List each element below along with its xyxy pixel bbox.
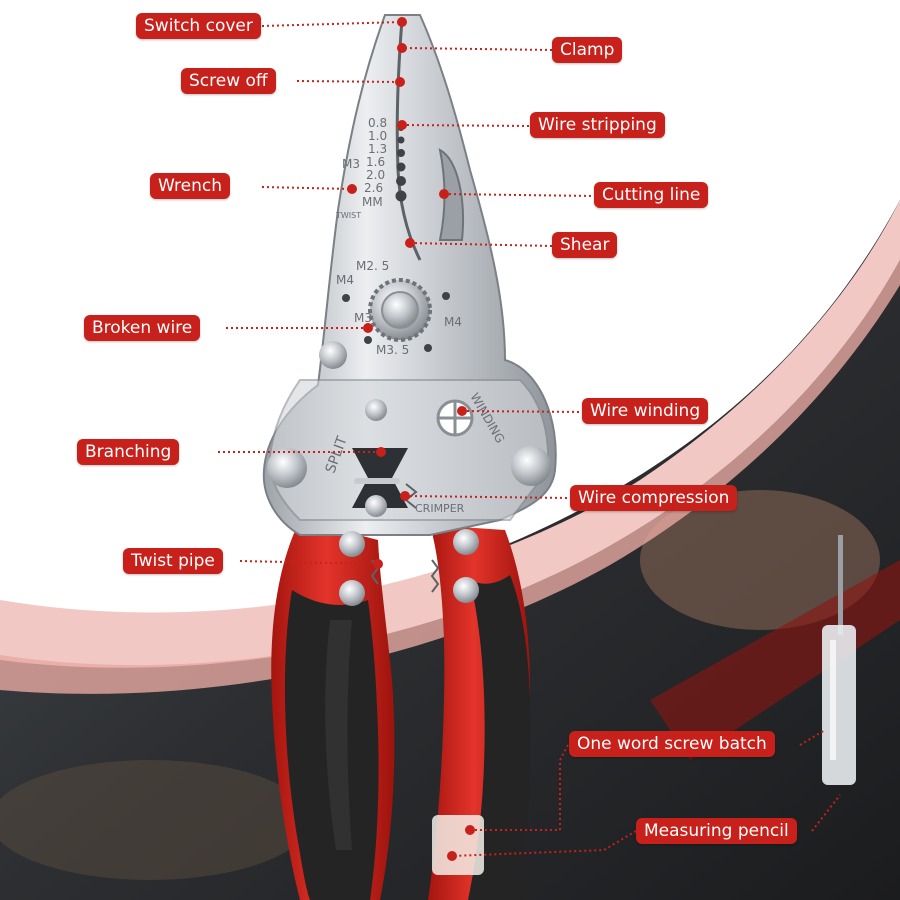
callout-broken-wire: Broken wire — [84, 315, 201, 341]
callout-branching: Branching — [77, 439, 180, 465]
right-handle — [428, 525, 531, 900]
callout-wrench: Wrench — [150, 173, 231, 199]
callout-clamp: Clamp — [552, 37, 623, 63]
callout-shear: Shear — [552, 232, 618, 258]
callout-switch-cover: Switch cover — [136, 13, 261, 39]
leader-dots — [347, 17, 475, 861]
gauge-label: 0.8 — [368, 116, 387, 130]
callout-wire-stripping: Wire stripping — [530, 112, 665, 138]
gauge-label: 2.6 — [364, 181, 383, 195]
rivet-handle-left-1 — [339, 531, 365, 557]
callout-one-word-screw-batch: One word screw batch — [569, 731, 775, 757]
gauge-label: 1.3 — [368, 142, 387, 156]
engraving-crimper: CRIMPER — [415, 502, 465, 515]
rivet-handle-right-1 — [453, 529, 479, 555]
callout-screw-off: Screw off — [181, 68, 276, 94]
callout-wire-compression: Wire compression — [570, 485, 738, 511]
gauge-label: 2.0 — [366, 168, 385, 182]
engraving-m3-5: M3. 5 — [376, 343, 409, 357]
callout-wire-winding: Wire winding — [582, 398, 709, 424]
pink-swoosh-edge — [0, 260, 900, 694]
blurred-light — [0, 760, 310, 880]
split-mechanism — [352, 399, 408, 517]
leader-lines — [218, 21, 841, 857]
engraving-m4-left: M4 — [336, 273, 354, 287]
callout-cutting-line: Cutting line — [594, 182, 709, 208]
rivet-left — [267, 448, 307, 488]
callout-twist-pipe: Twist pipe — [123, 548, 223, 574]
blurred-hand — [640, 490, 880, 630]
pliers-head — [262, 14, 557, 606]
engraving-m3-lower: M3 — [354, 311, 372, 325]
engraving-m2-5: M2. 5 — [356, 259, 389, 273]
rivet-right — [511, 446, 551, 486]
engraving-m3-left: M3 — [342, 157, 360, 171]
gauge-unit: MM — [362, 195, 383, 209]
measuring-pencil-tool — [822, 535, 856, 785]
background-red-handle — [650, 560, 900, 760]
gauge-label: 1.6 — [366, 155, 385, 169]
gauge-labels: 0.8 1.0 1.3 1.6 2.0 2.6 MM — [362, 116, 387, 209]
engraving-twist: TWIST — [335, 211, 361, 220]
rivet-handle-left-2 — [339, 580, 365, 606]
left-handle — [271, 520, 395, 900]
rivet-upper-left — [319, 341, 347, 369]
rivet-handle-right-2 — [453, 577, 479, 603]
engraving-m4-right: M4 — [444, 315, 462, 329]
callout-measuring-pencil: Measuring pencil — [636, 818, 797, 844]
gauge-label: 1.0 — [368, 129, 387, 143]
